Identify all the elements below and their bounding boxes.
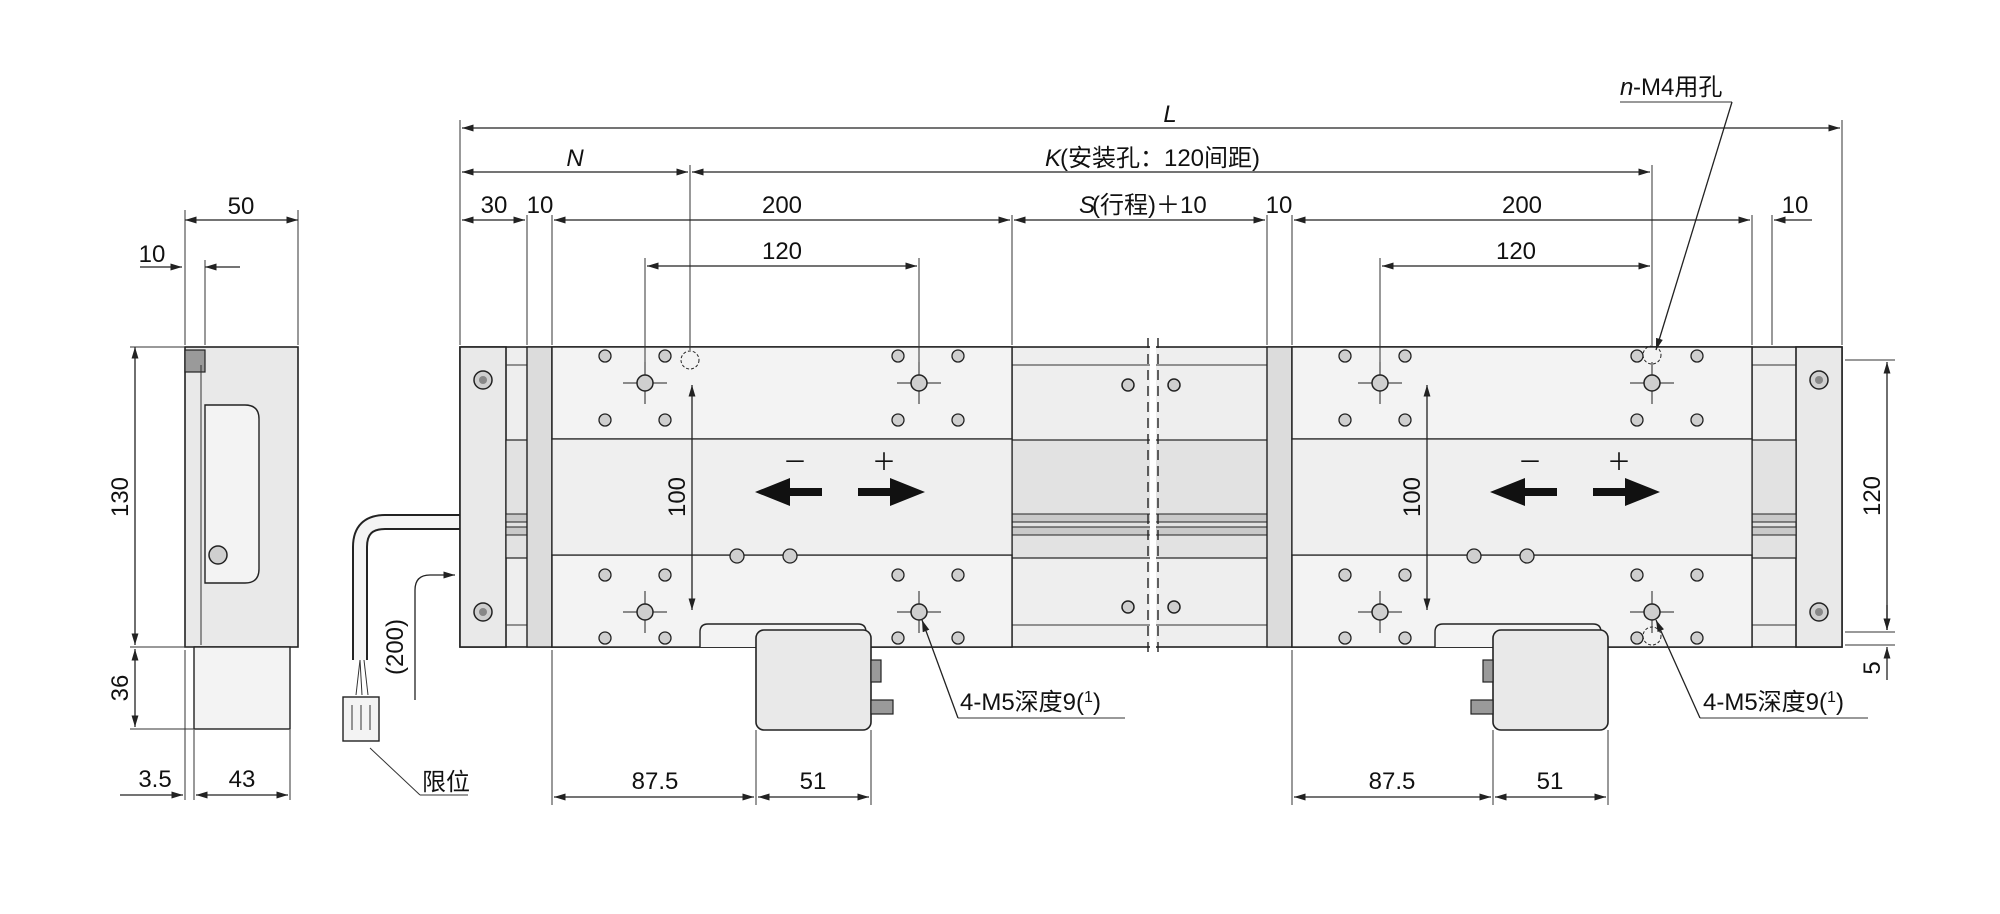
plus-sign-right: ＋ [1607,449,1631,476]
dim-cable-200: (200) [382,619,409,675]
right-motor-box [1492,629,1609,731]
right-m5-holes [1358,345,1674,646]
nm4-n: n [1620,74,1633,101]
dim-side-43: 43 [229,766,256,793]
m5-left-label: 4-M5深度9(1) [960,689,1101,717]
dim-L: L [1163,101,1176,128]
side-view: 50 10 130 36 3.5 43 [107,193,299,800]
dim-100-a: 100 [664,477,691,517]
dim-120-b: 120 [1496,238,1536,265]
minus-sign-right: － [1518,449,1542,476]
limit-label: 限位 [422,769,470,796]
vertical-dimensions: 100 100 120 5 [664,359,1895,680]
dim-87-5-b: 87.5 [1369,768,1416,795]
dim-10-a: 10 [527,192,554,219]
dim-10-c: 10 [1782,192,1809,219]
dim-51-a: 51 [800,768,827,795]
dim-5: 5 [1859,661,1886,674]
right-end-plate [1795,346,1843,648]
dim-side-36: 36 [107,675,134,702]
side-hole [208,545,228,565]
left-motor-box [755,629,872,731]
dim-51-b: 51 [1537,768,1564,795]
dim-200-b: 200 [1502,192,1542,219]
dim-side-50: 50 [228,193,255,220]
dim-87-5-a: 87.5 [632,768,679,795]
dim-N: N [566,145,584,172]
dim-K: K [1045,145,1062,172]
left-end-plate [459,346,507,648]
dim-S-note: (行程)＋10 [1092,192,1207,219]
side-slot [204,404,260,584]
dim-side-3-5: 3.5 [138,766,171,793]
dim-30: 30 [481,192,508,219]
nm4-note: -M4用孔 [1633,74,1722,101]
dim-120-a: 120 [762,238,802,265]
left-direction-arrows: － ＋ [755,449,925,506]
dim-200-a: 200 [762,192,802,219]
right-direction-arrows: － ＋ [1490,449,1660,506]
dim-K-note: (安装孔：120间距) [1060,145,1260,172]
m5-right-label: 4-M5深度9(1) [1703,689,1844,717]
cable: 限位 (200) [342,514,470,796]
m5-callouts: 4-M5深度9(1) 4-M5深度9(1) [921,619,1868,719]
dim-S: S [1079,192,1095,219]
bottom-dimensions: 87.5 51 87.5 51 [551,650,1609,805]
stage-body: － ＋ － ＋ [459,338,1843,731]
dim-side-130: 130 [107,477,134,517]
dim-120-v: 120 [1859,476,1886,516]
dim-100-b: 100 [1399,477,1426,517]
side-top-notch [184,349,206,373]
top-dimensions: L N K (安装孔：120间距) 30 10 200 S (行程)＋10 10… [459,74,1843,362]
side-bottom-block [193,646,291,730]
dim-10-b: 10 [1266,192,1293,219]
plus-sign-left: ＋ [872,449,896,476]
left-m5-holes [623,350,941,633]
dim-side-10: 10 [139,241,166,268]
minus-sign-left: － [783,449,807,476]
